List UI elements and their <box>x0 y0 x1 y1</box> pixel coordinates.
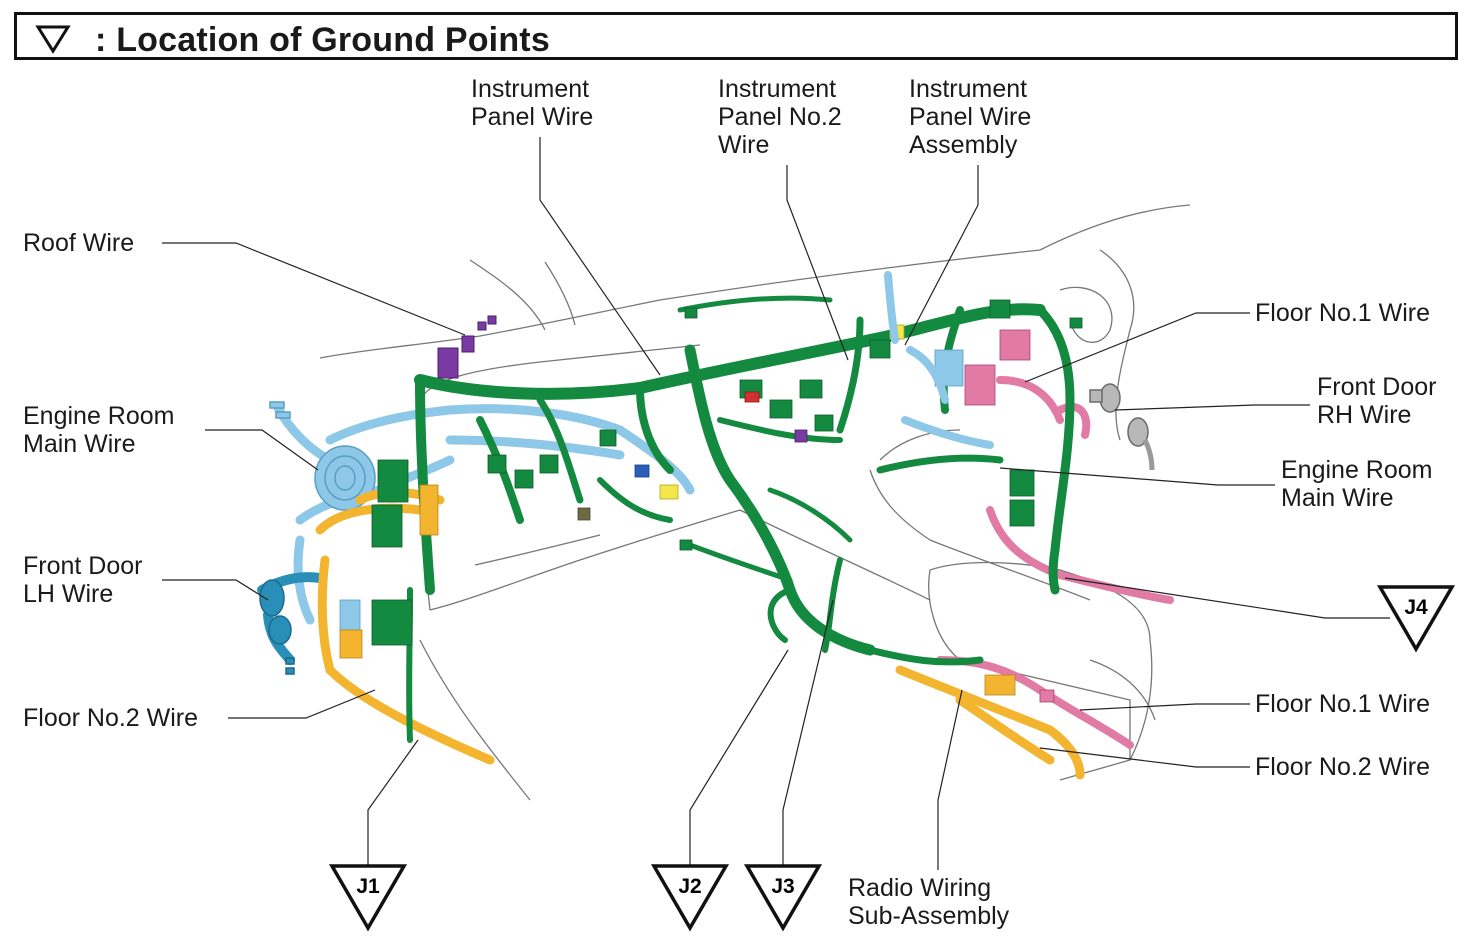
ground-triangle-icon <box>1376 585 1456 653</box>
connector-blocks <box>339 299 1083 703</box>
label-instrument-panel-wire: Instrument Panel Wire <box>471 75 594 131</box>
label-floor-no1-wire-bottom: Floor No.1 Wire <box>1255 690 1431 718</box>
ground-triangle-icon <box>328 864 408 932</box>
engine-room-main-wire-harness-right <box>884 271 994 449</box>
engine-room-main-wire-coil-left <box>269 401 376 511</box>
label-floor-no2-wire-right: Floor No.2 Wire <box>1255 753 1431 781</box>
page-title: : Location of Ground Points <box>95 21 550 59</box>
title-bar: : Location of Ground Points <box>14 12 1458 60</box>
label-roof-wire: Roof Wire <box>23 229 135 257</box>
label-front-door-rh-wire: Front Door RH Wire <box>1317 373 1437 429</box>
ground-point-j4: J4 <box>1376 585 1456 653</box>
label-floor-no2-wire-left: Floor No.2 Wire <box>23 704 199 732</box>
label-instrument-panel-wire-assembly: Instrument Panel Wire Assembly <box>909 75 1032 159</box>
ground-point-label: J4 <box>1404 596 1428 619</box>
leader-lines <box>162 137 1390 870</box>
label-instrument-panel-no2-wire: Instrument Panel No.2 Wire <box>718 75 842 159</box>
label-radio-wiring-sub-assembly: Radio Wiring Sub-Assembly <box>848 874 1010 930</box>
ground-triangle-icon <box>743 864 823 932</box>
roof-wire-connector <box>437 315 497 379</box>
label-engine-room-main-wire-right: Engine Room Main Wire <box>1281 456 1433 512</box>
ground-point-label: J3 <box>771 875 794 898</box>
ground-point-label: J2 <box>678 875 701 898</box>
label-engine-room-main-wire-left: Engine Room Main Wire <box>23 402 175 458</box>
front-door-rh-wire-grommet <box>1089 383 1155 471</box>
label-front-door-lh-wire: Front Door LH Wire <box>23 552 143 608</box>
ground-point-label: J1 <box>356 875 380 898</box>
ground-point-j1: J1 <box>328 864 408 932</box>
ground-triangle-icon <box>35 25 71 54</box>
ground-triangle-icon <box>650 864 730 932</box>
ground-point-j2: J2 <box>650 864 730 932</box>
ground-point-j3: J3 <box>743 864 823 932</box>
instrument-panel-wire-harness <box>406 295 1075 743</box>
label-floor-no1-wire-top: Floor No.1 Wire <box>1255 299 1431 327</box>
front-door-lh-wire-grommet <box>259 579 295 675</box>
